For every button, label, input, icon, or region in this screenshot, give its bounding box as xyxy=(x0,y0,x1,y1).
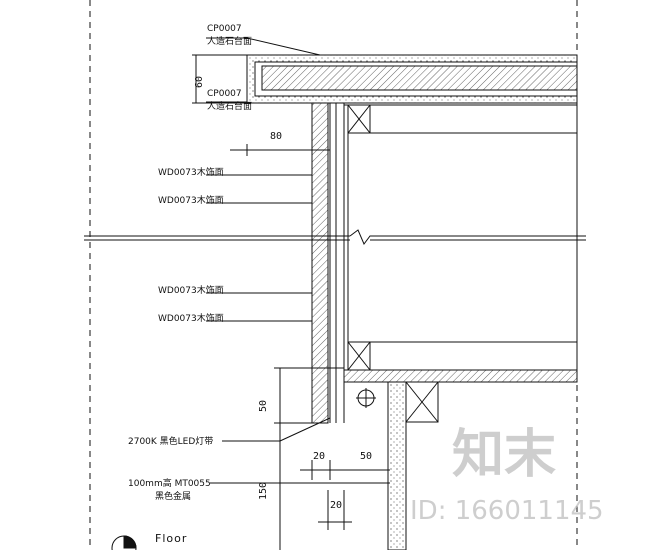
wood-veneer-panel xyxy=(311,102,329,424)
dim-20-b: 20 xyxy=(330,500,343,511)
stone-edge-desc: 人造石台面 xyxy=(207,102,253,112)
base-block xyxy=(387,381,407,550)
veneer-label-1: WD0073木饰面 xyxy=(158,168,224,178)
dim-80: 80 xyxy=(270,131,283,142)
watermark-brand: 知末 xyxy=(452,425,557,485)
dim-150: 150 xyxy=(258,481,269,500)
cabinet-frame xyxy=(343,104,578,371)
led-strip-label: 2700K 黑色LED灯带 xyxy=(128,437,214,447)
dim-60: 60 xyxy=(194,75,205,88)
stone-top-code: CP0007 xyxy=(207,24,242,34)
dim-50-vertical: 50 xyxy=(258,399,269,412)
stone-edge-code: CP0007 xyxy=(207,89,242,99)
dim-20-a: 20 xyxy=(313,451,326,462)
watermark-id: ID: 166011145 xyxy=(410,496,604,526)
floor-label: Floor xyxy=(155,532,188,545)
metal-label-line2: 黑色金属 xyxy=(155,492,192,502)
veneer-label-4: WD0073木饰面 xyxy=(158,314,224,324)
veneer-label-3: WD0073木饰面 xyxy=(158,286,224,296)
dim-50-horizontal: 50 xyxy=(360,451,373,462)
stone-top-desc: 人造石台面 xyxy=(207,37,253,47)
veneer-label-2: WD0073木饰面 xyxy=(158,196,224,206)
metal-label-line1: 100mm高 MT0055 xyxy=(128,479,211,489)
